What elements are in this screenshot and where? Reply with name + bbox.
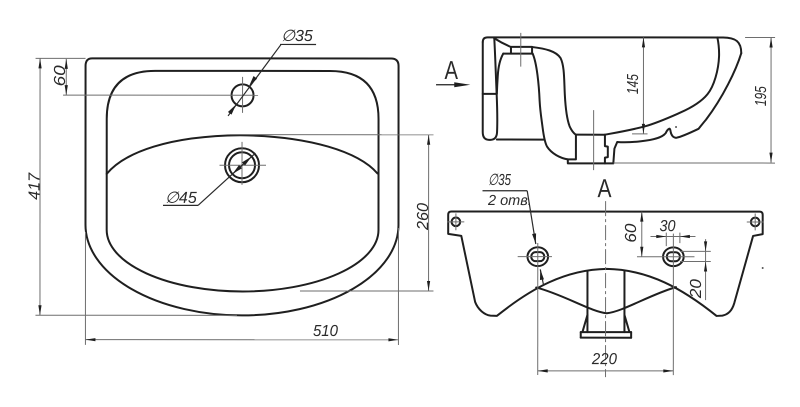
svg-text:220: 220 xyxy=(591,351,617,368)
svg-text:∅35: ∅35 xyxy=(488,172,511,189)
svg-text:260: 260 xyxy=(415,203,432,231)
svg-text:2 отв.: 2 отв. xyxy=(487,193,532,209)
svg-text:А: А xyxy=(597,173,612,203)
svg-text:195: 195 xyxy=(753,86,770,106)
svg-text:510: 510 xyxy=(313,323,338,340)
svg-text:145: 145 xyxy=(625,74,642,94)
svg-text:417: 417 xyxy=(27,172,44,200)
svg-text:∅35: ∅35 xyxy=(281,28,313,45)
svg-text:30: 30 xyxy=(659,218,675,235)
svg-text:60: 60 xyxy=(623,223,640,242)
svg-text:60: 60 xyxy=(52,65,69,86)
svg-text:∅45: ∅45 xyxy=(165,190,197,207)
svg-text:20: 20 xyxy=(688,279,705,299)
svg-text:А: А xyxy=(445,55,459,85)
